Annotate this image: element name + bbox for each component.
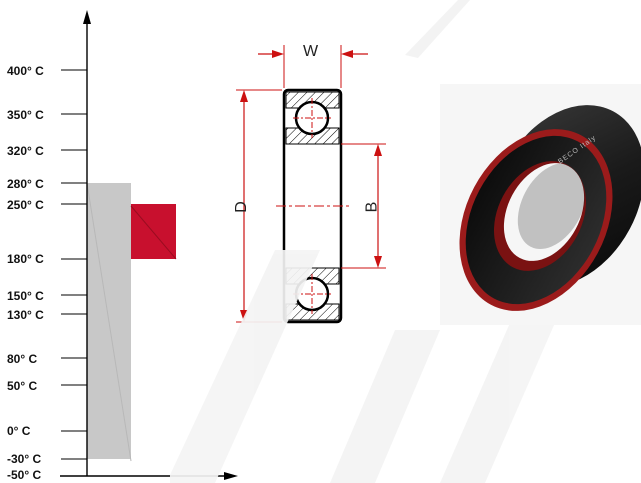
bore-inner-wall — [517, 163, 587, 249]
width-label: W — [303, 43, 319, 60]
tick-label-400: 400° C — [7, 64, 44, 78]
bore-dimension — [341, 143, 386, 269]
tick-label-150: 150° C — [7, 289, 44, 303]
width-dimension — [258, 45, 368, 88]
tick-label-80: 80° C — [7, 352, 38, 366]
bearing-cross-section — [236, 45, 386, 324]
tick-label-0: 0° C — [7, 424, 31, 438]
bar-shade-line — [86, 182, 132, 462]
vertical-axis-arrowhead — [83, 10, 91, 24]
outer-diameter-label: D — [232, 201, 250, 213]
tick-label-180: 180° C — [7, 252, 44, 266]
temperature-chart — [60, 10, 238, 480]
bore-label: B — [363, 201, 381, 213]
tick-label-250: 250° C — [7, 198, 44, 212]
tick-label-280: 280° C — [7, 177, 44, 191]
horizontal-axis-arrowhead — [224, 472, 238, 480]
bore-hole — [503, 163, 585, 261]
tick-label-130: 130° C — [7, 308, 44, 322]
tick-label-350: 350° C — [7, 108, 44, 122]
tick-marks — [61, 69, 87, 477]
tick-label-320: 320° C — [7, 144, 44, 158]
tick-label-minus-50: -50° C — [7, 468, 42, 482]
tick-label-50: 50° C — [7, 379, 38, 393]
bearing-product-photo: BECO Italy — [440, 84, 641, 325]
red-bar-diagonal — [130, 205, 177, 260]
tick-label-minus-30: -30° C — [7, 452, 42, 466]
